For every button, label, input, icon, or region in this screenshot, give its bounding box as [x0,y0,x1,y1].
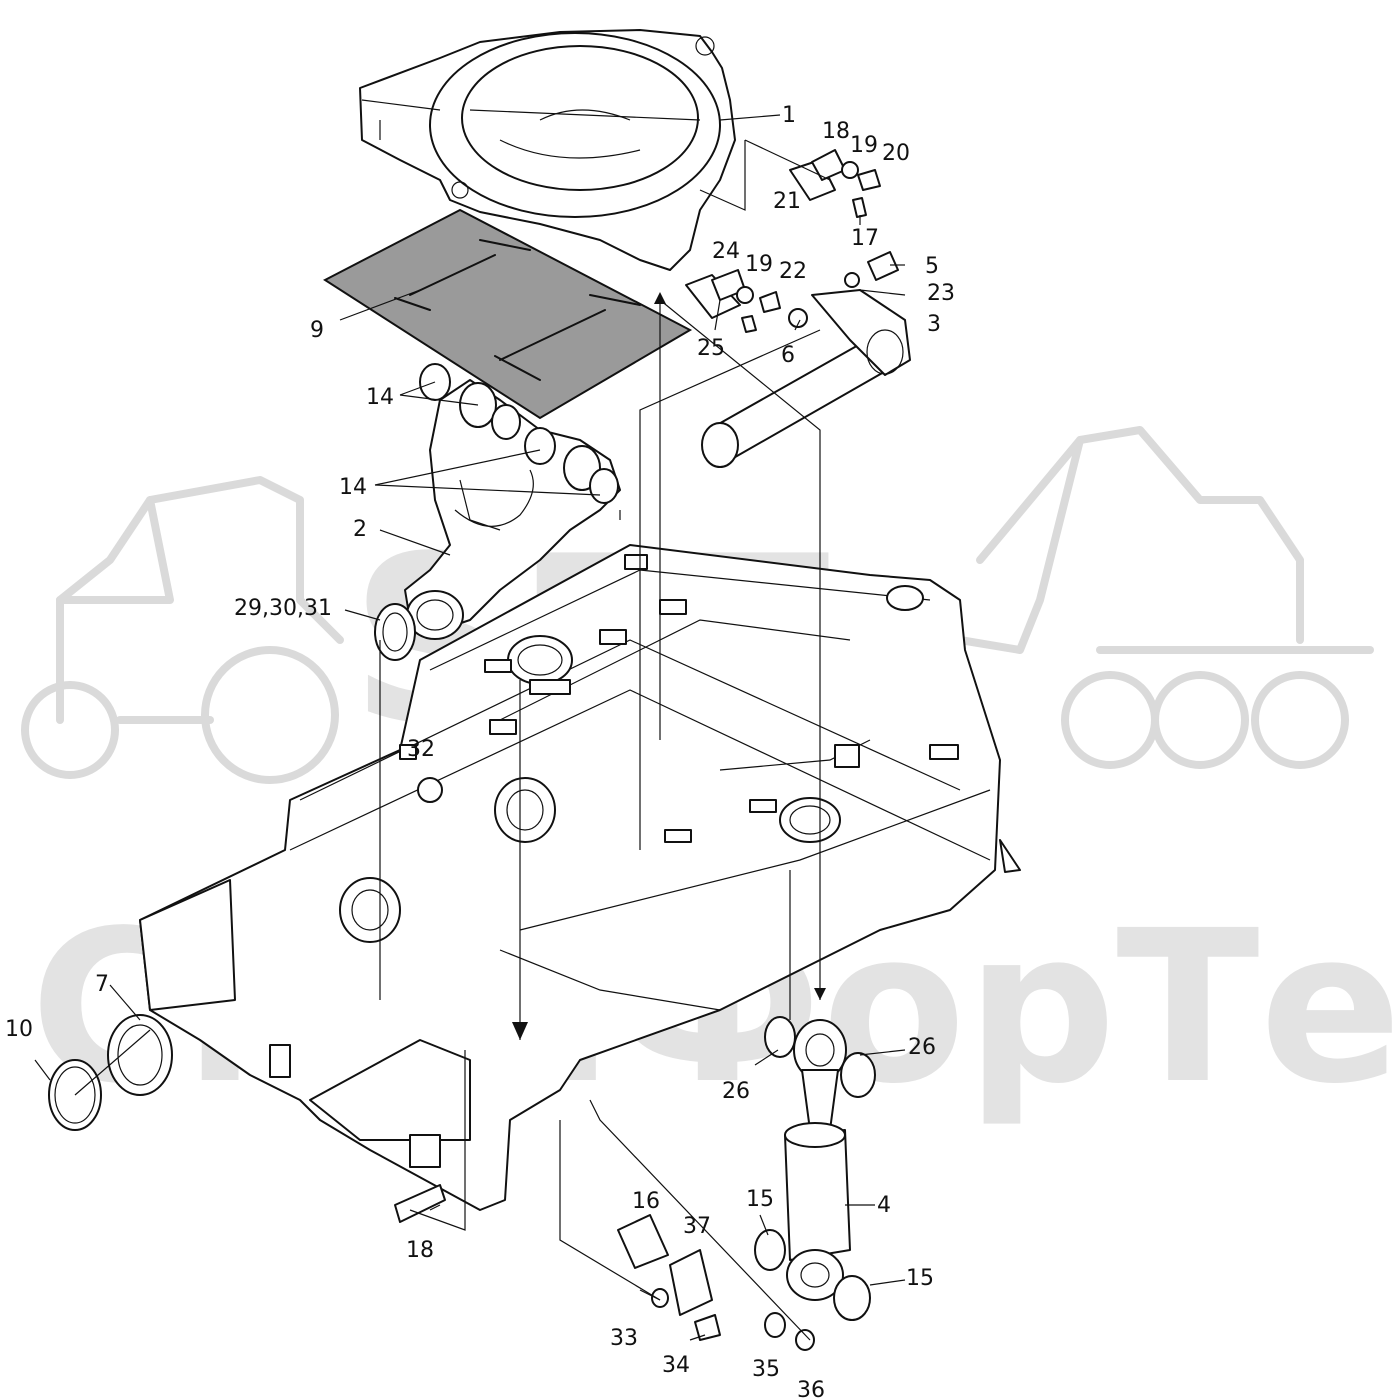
label-25: 25 [697,336,725,361]
part-shim [374,603,416,661]
part-fasteners-top [685,149,899,333]
label-18-top: 18 [822,119,850,144]
label-7: 7 [95,972,109,997]
label-2: 2 [353,517,367,542]
label-33: 33 [610,1326,638,1351]
label-14-mid: 14 [339,475,367,500]
label-18-bottom: 18 [406,1238,434,1263]
part-swing-bracket [404,363,621,640]
part-pin [701,289,911,468]
label-26-right: 26 [908,1035,936,1060]
label-15-top: 15 [746,1187,774,1212]
label-21: 21 [773,189,801,214]
label-26-left: 26 [722,1079,750,1104]
watermark-excavator-icon [956,426,1374,769]
leader-lines [34,114,906,1341]
label-17: 17 [851,226,879,251]
label-24: 24 [712,239,740,264]
label-19-top: 19 [850,133,878,158]
label-10: 10 [5,1017,33,1042]
part-fasteners-bottom [394,1184,815,1351]
label-35: 35 [752,1357,780,1382]
label-14-top: 14 [366,385,394,410]
label-29-30-31: 29,30,31 [234,596,332,621]
part-slewing-plate [359,29,736,271]
label-15-bottom: 15 [906,1266,934,1291]
label-37: 37 [683,1214,711,1239]
label-3: 3 [927,312,941,337]
part-washer-7 [107,1014,173,1096]
label-19-mid: 19 [745,252,773,277]
part-gasket-plate [323,208,693,420]
label-16: 16 [632,1189,660,1214]
label-1: 1 [782,103,796,128]
label-6: 6 [781,343,795,368]
label-36: 36 [797,1378,825,1400]
label-34: 34 [662,1353,690,1378]
label-22: 22 [779,259,807,284]
label-9: 9 [310,318,324,343]
label-20: 20 [882,141,910,166]
label-4: 4 [877,1193,891,1218]
label-23: 23 [927,281,955,306]
label-32: 32 [407,737,435,762]
part-labels: 1 18 19 20 21 17 24 19 22 5 23 9 3 25 6 … [5,103,955,1400]
label-5: 5 [925,254,939,279]
watermark-tractor-icon [21,476,344,784]
part-main-frame [139,544,1021,1211]
part-hydraulic-cylinder [754,1016,876,1321]
